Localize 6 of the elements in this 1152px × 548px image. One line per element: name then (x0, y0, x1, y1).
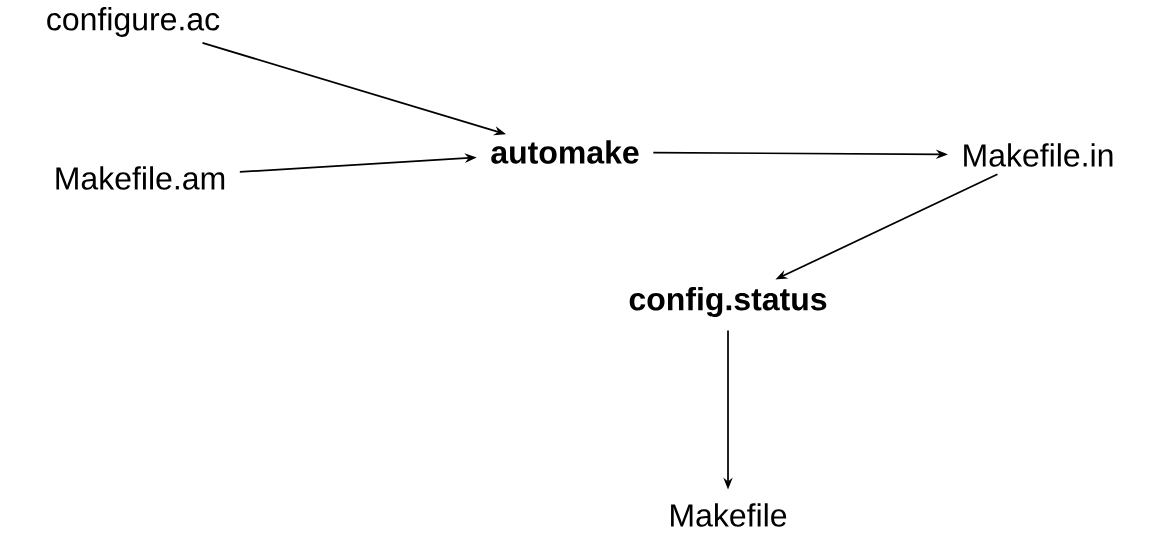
program-label: config.status (629, 287, 827, 317)
file-label: Makefile.in (964, 143, 1113, 167)
file-label: Makefile.am (56, 166, 225, 190)
file-label: Makefile (671, 503, 787, 527)
program-label: automake (491, 140, 639, 164)
file-label: configure.ac (47, 7, 220, 37)
